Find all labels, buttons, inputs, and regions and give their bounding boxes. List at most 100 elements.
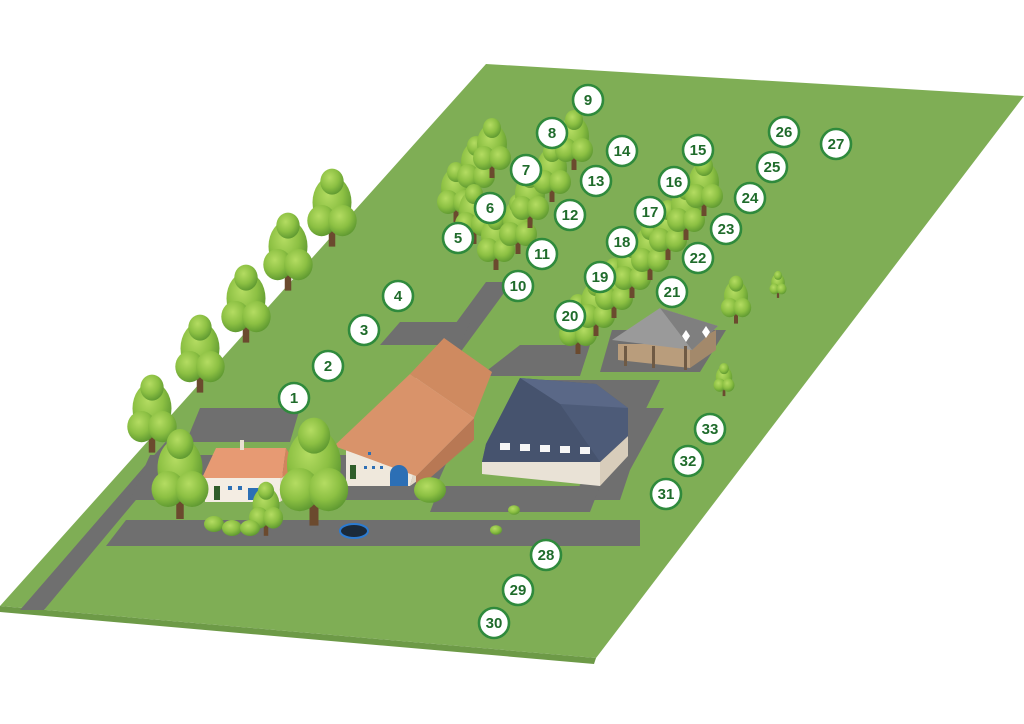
main-barn[interactable] — [334, 338, 492, 490]
marker-circle — [655, 275, 689, 309]
marker-circle — [681, 241, 715, 275]
marker-label: 7 — [522, 162, 530, 179]
marker-label: 19 — [592, 269, 609, 286]
marker-label: 30 — [486, 615, 503, 632]
marker-label: 32 — [680, 453, 697, 470]
trampoline[interactable] — [339, 523, 369, 539]
marker-33[interactable]: 33 — [693, 412, 727, 446]
marker-label: 18 — [614, 234, 631, 251]
marker-1[interactable]: 1 — [277, 381, 311, 415]
marker-30[interactable]: 30 — [477, 606, 511, 640]
marker-13[interactable]: 13 — [579, 164, 613, 198]
marker-label: 4 — [394, 288, 403, 305]
marker-label: 23 — [718, 221, 735, 238]
marker-label: 9 — [584, 92, 592, 109]
marker-circle — [347, 313, 381, 347]
marker-circle — [767, 115, 801, 149]
marker-circle — [571, 83, 605, 117]
marker-circle — [441, 221, 475, 255]
marker-circle — [501, 269, 535, 303]
marker-label: 22 — [690, 250, 707, 267]
marker-label: 1 — [290, 390, 298, 407]
marker-21[interactable]: 21 — [655, 275, 689, 309]
marker-circle — [605, 225, 639, 259]
marker-6[interactable]: 6 — [473, 191, 507, 225]
marker-16[interactable]: 16 — [657, 165, 691, 199]
marker-circle — [553, 198, 587, 232]
marker-label: 17 — [642, 204, 659, 221]
marker-circle — [509, 153, 543, 187]
marker-label: 5 — [454, 230, 462, 247]
marker-23[interactable]: 23 — [709, 212, 743, 246]
marker-label: 12 — [562, 207, 579, 224]
marker-circle — [709, 212, 743, 246]
marker-19[interactable]: 19 — [583, 260, 617, 294]
marker-20[interactable]: 20 — [553, 299, 587, 333]
marker-circle — [605, 134, 639, 168]
pavilion[interactable] — [612, 308, 718, 370]
marker-label: 24 — [742, 190, 759, 207]
marker-circle — [819, 127, 853, 161]
marker-label: 11 — [534, 246, 550, 263]
marker-circle — [649, 477, 683, 511]
marker-circle — [501, 573, 535, 607]
marker-25[interactable]: 25 — [755, 150, 789, 184]
marker-label: 3 — [360, 322, 368, 339]
marker-circle — [311, 349, 345, 383]
marker-circle — [657, 165, 691, 199]
marker-28[interactable]: 28 — [529, 538, 563, 572]
marker-14[interactable]: 14 — [605, 134, 639, 168]
marker-circle — [681, 133, 715, 167]
marker-29[interactable]: 29 — [501, 573, 535, 607]
marker-3[interactable]: 3 — [347, 313, 381, 347]
marker-26[interactable]: 26 — [767, 115, 801, 149]
marker-circle — [633, 195, 667, 229]
marker-label: 29 — [510, 582, 527, 599]
marker-5[interactable]: 5 — [441, 221, 475, 255]
marker-4[interactable]: 4 — [381, 279, 415, 313]
marker-circle — [381, 279, 415, 313]
marker-22[interactable]: 22 — [681, 241, 715, 275]
marker-circle — [733, 181, 767, 215]
marker-17[interactable]: 17 — [633, 195, 667, 229]
marker-11[interactable]: 11 — [525, 237, 559, 271]
storage-hall[interactable] — [482, 378, 628, 486]
marker-circle — [671, 444, 705, 478]
marker-label: 6 — [486, 200, 494, 217]
marker-label: 10 — [510, 278, 527, 295]
marker-31[interactable]: 31 — [649, 477, 683, 511]
marker-circle — [473, 191, 507, 225]
marker-label: 26 — [776, 124, 793, 141]
marker-label: 20 — [562, 308, 579, 325]
marker-circle — [477, 606, 511, 640]
marker-8[interactable]: 8 — [535, 116, 569, 150]
marker-32[interactable]: 32 — [671, 444, 705, 478]
marker-circle — [583, 260, 617, 294]
marker-label: 21 — [664, 284, 681, 301]
marker-24[interactable]: 24 — [733, 181, 767, 215]
marker-circle — [755, 150, 789, 184]
marker-7[interactable]: 7 — [509, 153, 543, 187]
marker-circle — [525, 237, 559, 271]
marker-9[interactable]: 9 — [571, 83, 605, 117]
marker-label: 16 — [666, 174, 683, 191]
marker-10[interactable]: 10 — [501, 269, 535, 303]
marker-label: 13 — [588, 173, 605, 190]
marker-27[interactable]: 27 — [819, 127, 853, 161]
marker-15[interactable]: 15 — [681, 133, 715, 167]
marker-label: 2 — [324, 358, 332, 375]
marker-label: 15 — [690, 142, 707, 159]
marker-12[interactable]: 12 — [553, 198, 587, 232]
marker-label: 33 — [702, 421, 719, 438]
marker-circle — [693, 412, 727, 446]
marker-circle — [529, 538, 563, 572]
marker-circle — [535, 116, 569, 150]
marker-circle — [579, 164, 613, 198]
marker-circle — [277, 381, 311, 415]
marker-label: 31 — [658, 486, 675, 503]
marker-2[interactable]: 2 — [311, 349, 345, 383]
marker-18[interactable]: 18 — [605, 225, 639, 259]
marker-label: 28 — [538, 547, 555, 564]
